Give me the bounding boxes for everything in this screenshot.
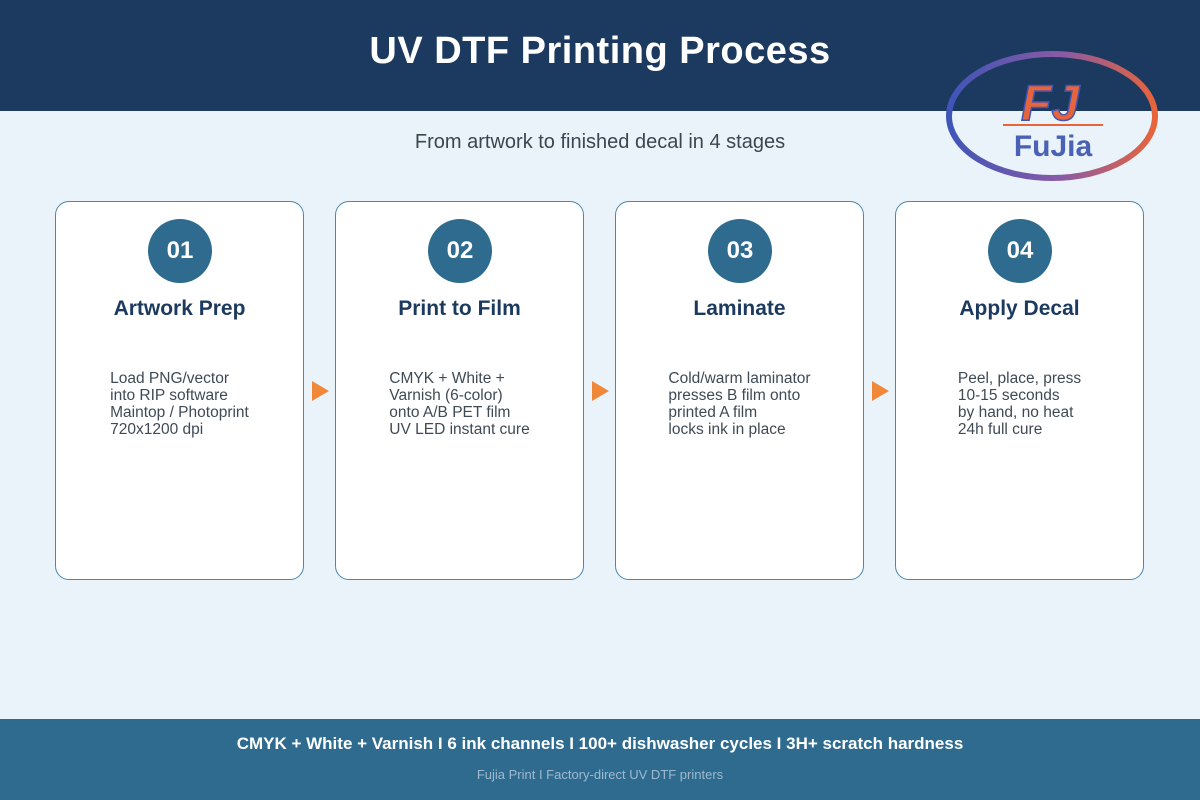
step-line: 720x1200 dpi (110, 421, 204, 438)
footer-credit: Fujia Print I Factory-direct UV DTF prin… (476, 767, 724, 782)
step-line: Load PNG/vector (110, 370, 230, 387)
arrow-right-icon (872, 381, 889, 401)
arrow-right-icon (592, 381, 609, 401)
header-bar (0, 0, 1200, 111)
step-card-3: 03 Laminate Cold/warm laminator presses … (615, 201, 864, 580)
step-title: Artwork Prep (113, 297, 246, 320)
step-line: Maintop / Photoprint (110, 404, 249, 421)
step-line: printed A film (668, 404, 758, 421)
step-line: 10-15 seconds (957, 387, 1060, 404)
step-line: Cold/warm laminator (668, 370, 811, 387)
logo-ring (946, 51, 1158, 181)
step-card-4: 04 Apply Decal Peel, place, press 10-15 … (895, 201, 1144, 580)
step-line: CMYK + White + (389, 370, 505, 387)
page-title: UV DTF Printing Process (369, 30, 831, 72)
step-description: Peel, place, press 10-15 seconds by hand… (958, 370, 1081, 438)
step-title: Laminate (693, 297, 786, 320)
step-line: locks ink in place (668, 421, 786, 438)
step-line: by hand, no heat (957, 404, 1074, 421)
step-line: Varnish (6-color) (389, 387, 503, 404)
fujia-logo: FJ FuJia (945, 50, 1160, 185)
footer-specs: CMYK + White + Varnish I 6 ink channels … (236, 734, 964, 753)
step-number-badge: 04 (988, 219, 1052, 283)
step-title: Apply Decal (959, 297, 1080, 320)
logo-monogram: FJ (1021, 75, 1081, 131)
step-number-badge: 02 (428, 219, 492, 283)
step-description: Cold/warm laminator presses B film onto … (668, 370, 810, 438)
step-title: Print to Film (398, 297, 521, 320)
step-line: 24h full cure (957, 421, 1043, 438)
logo-graphic: FJ FuJia (946, 51, 1158, 181)
step-line: onto A/B PET film (389, 404, 511, 421)
logo-wordmark: FuJia (1014, 130, 1093, 163)
step-line: UV LED instant cure (389, 421, 530, 438)
step-line: Peel, place, press (957, 370, 1082, 387)
step-card-2: 02 Print to Film CMYK + White + Varnish … (335, 201, 584, 580)
subtitle: From artwork to finished decal in 4 stag… (414, 131, 786, 153)
arrow-right-icon (312, 381, 329, 401)
step-number-badge: 03 (708, 219, 772, 283)
step-description: Load PNG/vector into RIP software Mainto… (110, 370, 249, 438)
step-line: presses B film onto (668, 387, 801, 404)
step-number-badge: 01 (148, 219, 212, 283)
footer-bar (0, 719, 1200, 800)
step-line: into RIP software (110, 387, 228, 404)
step-description: CMYK + White + Varnish (6-color) onto A/… (389, 370, 529, 438)
step-card-1: 01 Artwork Prep Load PNG/vector into RIP… (55, 201, 304, 580)
